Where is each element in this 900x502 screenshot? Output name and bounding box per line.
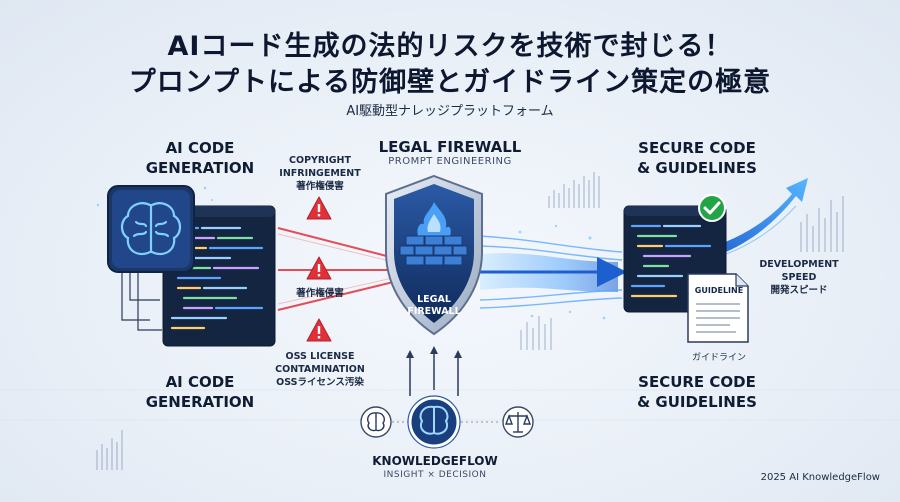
- prompt-engineering-subheading: PROMPT ENGINEERING: [388, 156, 512, 167]
- label-line: OSS LICENSE: [285, 351, 355, 362]
- label-line: INFRINGEMENT: [279, 168, 361, 179]
- label-line: CONTAMINATION: [275, 364, 365, 375]
- label-line: COPYRIGHT: [289, 155, 351, 166]
- brain-icon: [120, 202, 182, 256]
- page-title-line1: AIコード生成の法的リスクを技術で封じる！: [167, 31, 733, 62]
- label-line: AI CODE: [165, 139, 235, 157]
- scale-icon: [502, 406, 534, 438]
- knowledgeflow-tagline: INSIGHT × DECISION: [383, 470, 487, 480]
- guideline-doc-title: GUIDELINE: [694, 286, 744, 295]
- label-line: DEVELOPMENT: [759, 259, 839, 270]
- check-icon: [698, 194, 726, 222]
- label-line: OSSライセンス汚染: [276, 377, 364, 388]
- page-title-line2: プロンプトによる防御壁とガイドライン策定の極意: [128, 67, 772, 98]
- label-line: LEGAL: [417, 294, 451, 305]
- ai-code-generation-label-top: AI CODE GENERATION: [130, 138, 270, 178]
- risk-oss-label: OSS LICENSE CONTAMINATION OSSライセンス汚染: [262, 350, 378, 389]
- legal-firewall-heading: LEGAL FIREWALL: [378, 138, 522, 156]
- label-line: GENERATION: [145, 159, 255, 177]
- footer-copyright: 2025 AI KnowledgeFlow: [760, 472, 880, 483]
- shield-label: LEGAL FIREWALL: [398, 294, 470, 318]
- secure-code-label-top: SECURE CODE & GUIDELINES: [622, 138, 772, 178]
- warning-icon: [306, 196, 332, 220]
- secure-code-label-bottom: SECURE CODE & GUIDELINES: [622, 372, 772, 412]
- label-line: SECURE CODE: [638, 139, 756, 157]
- page-subtitle: AI駆動型ナレッジプラットフォーム: [346, 104, 554, 119]
- risk-copyright-label: COPYRIGHT INFRINGEMENT 著作権侵害: [262, 154, 378, 193]
- risk-copyright-label-2: 著作権侵害: [296, 288, 344, 299]
- code-lines: [170, 226, 264, 330]
- label-line: & GUIDELINES: [637, 393, 757, 411]
- guideline-caption: ガイドライン: [691, 353, 746, 363]
- warning-icon: [306, 256, 332, 280]
- guideline-document-icon: [687, 273, 749, 343]
- ai-code-generation-label-bottom: AI CODE GENERATION: [130, 372, 270, 412]
- warning-icon: [306, 318, 332, 342]
- brain-small-icon: [360, 406, 392, 438]
- label-line: & GUIDELINES: [637, 159, 757, 177]
- label-line: SECURE CODE: [638, 373, 756, 391]
- label-line: FIREWALL: [407, 306, 461, 317]
- development-speed-label: DEVELOPMENT SPEED 開発スピード: [754, 258, 844, 297]
- legal-firewall-shield: [385, 174, 483, 336]
- label-line: 著作権侵害: [296, 181, 344, 192]
- label-line: AI CODE: [165, 373, 235, 391]
- label-line: SPEED: [781, 272, 817, 283]
- knowledgeflow-brand: KNOWLEDGEFLOW: [372, 454, 498, 468]
- label-line: 開発スピード: [770, 285, 828, 296]
- knowledgeflow-logo-icon: [407, 395, 461, 449]
- label-line: GENERATION: [145, 393, 255, 411]
